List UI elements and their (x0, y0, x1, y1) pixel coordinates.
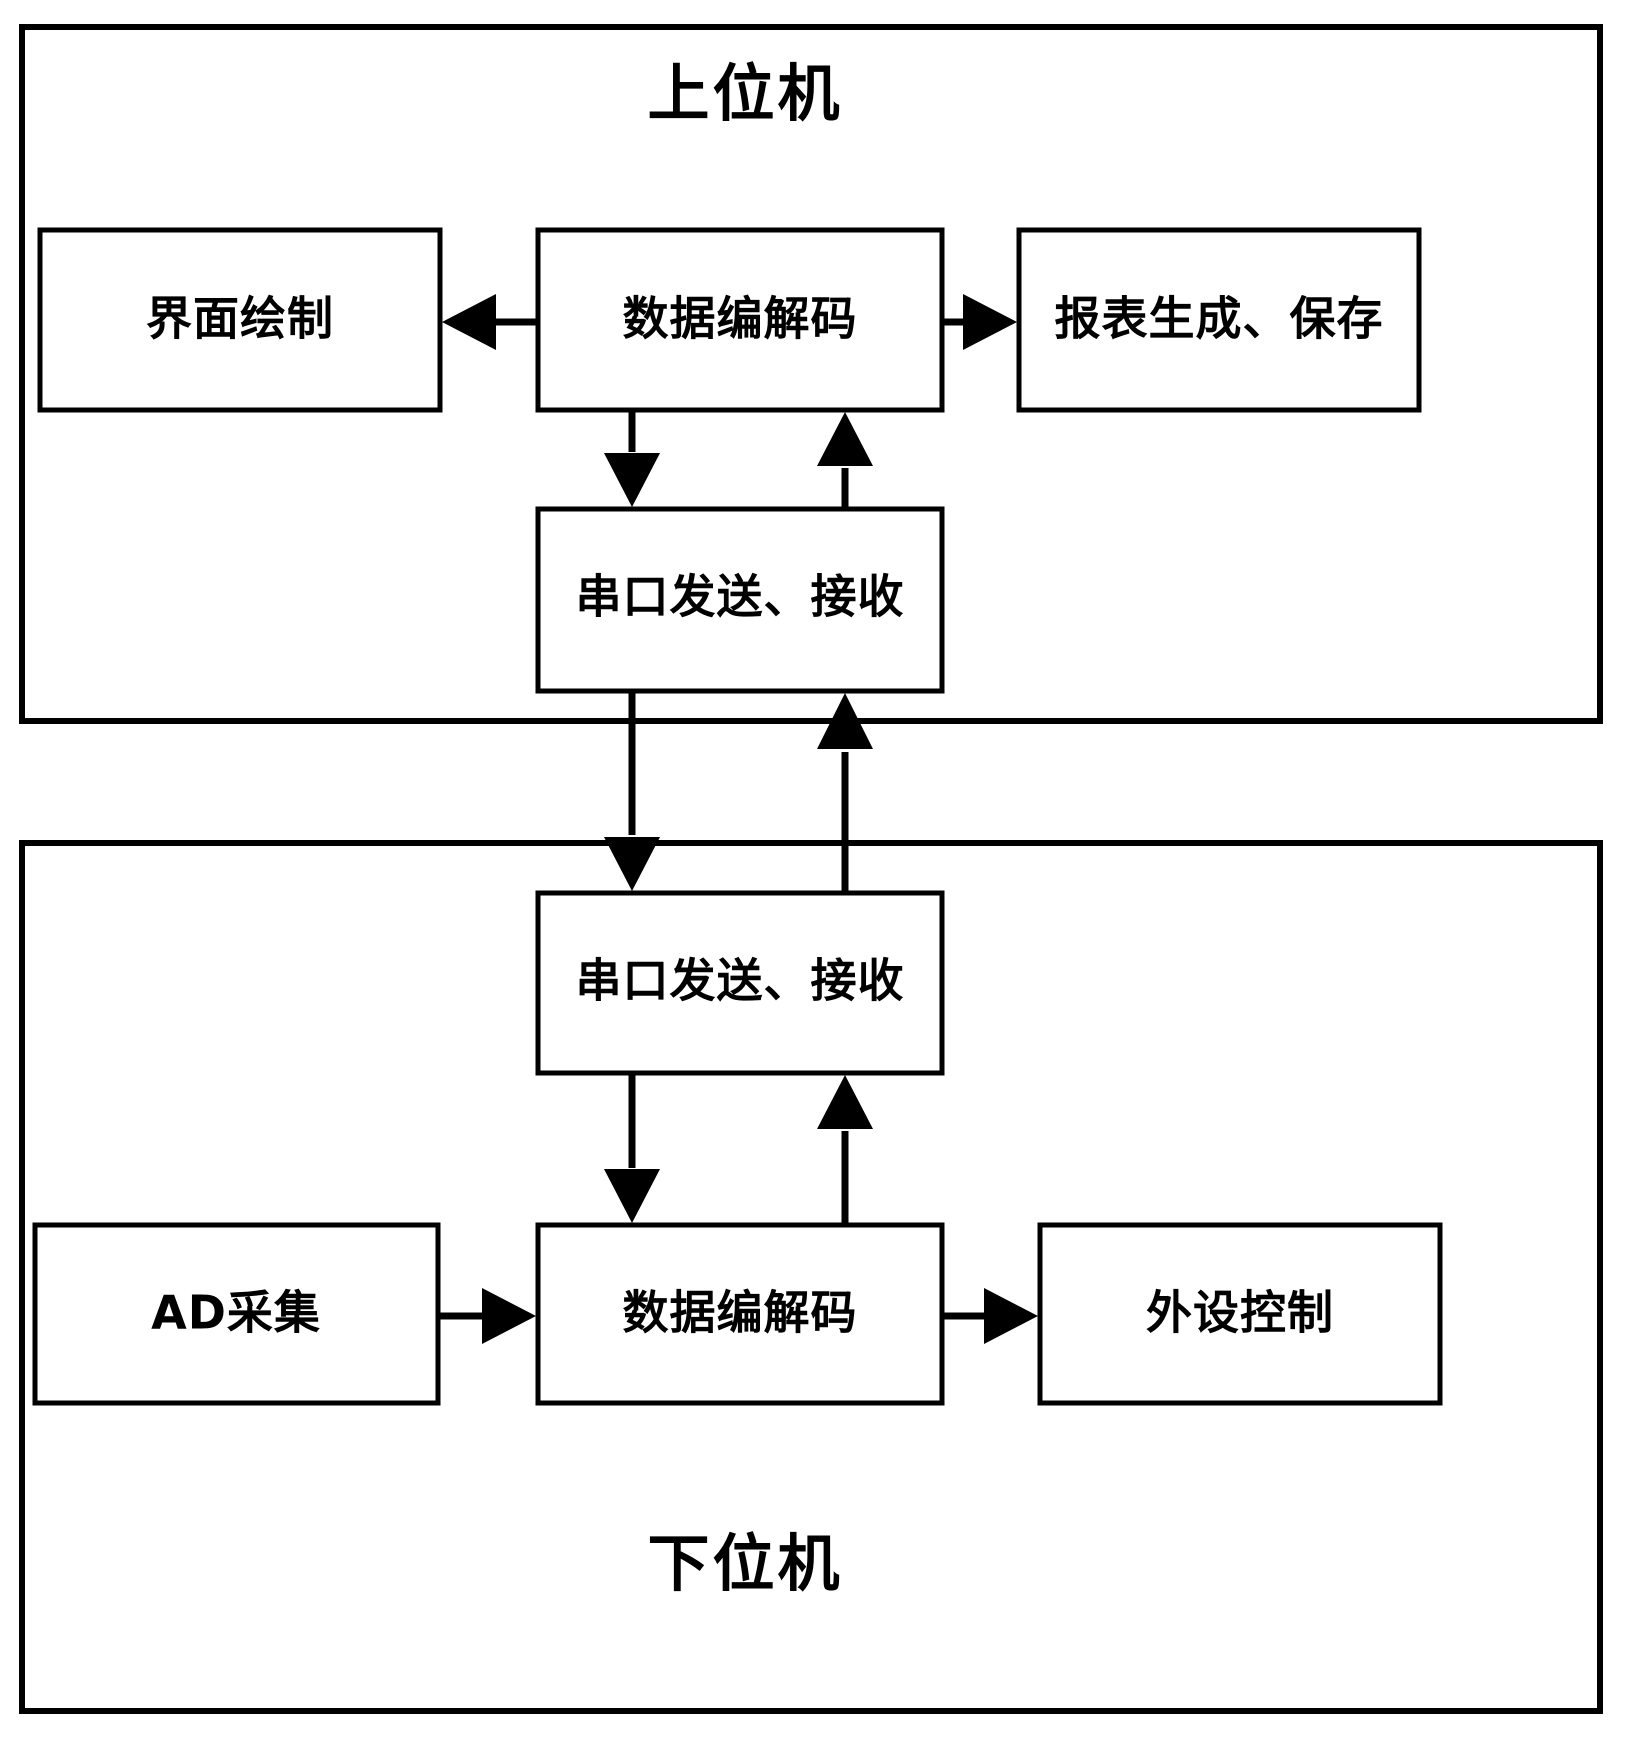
edge-host-serial-to-slave-serial (604, 693, 660, 891)
title-slave: 下位机 (647, 1527, 842, 1600)
edge-ad-acq-to-slave-codec (440, 1288, 536, 1344)
node-ad-acq-label: AD采集 (151, 1286, 321, 1340)
edge-host-codec-to-ui-render (442, 294, 536, 350)
title-host: 上位机 (647, 57, 842, 130)
node-slave-codec-box[interactable] (535, 1222, 945, 1406)
edge-host-serial-to-host-codec (817, 412, 873, 507)
node-periph-ctrl-box[interactable] (1037, 1222, 1443, 1406)
node-report-box[interactable] (1016, 227, 1422, 413)
edge-slave-codec-to-slave-serial (817, 1075, 873, 1223)
edge-host-codec-to-host-serial (604, 412, 660, 507)
node-periph-ctrl-label: 外设控制 (1146, 1286, 1334, 1340)
node-slave-serial-label: 串口发送、接收 (576, 954, 905, 1008)
edge-slave-codec-to-periph-ctrl (944, 1288, 1038, 1344)
node-host-codec-box[interactable] (535, 227, 945, 413)
node-ui-render-box[interactable] (37, 227, 443, 413)
node-host-codec-label: 数据编解码 (623, 292, 858, 346)
node-slave-serial-box[interactable] (535, 890, 945, 1076)
edge-slave-serial-to-host-serial (817, 693, 873, 891)
node-host-serial-box[interactable] (535, 506, 945, 694)
node-report-label: 报表生成、保存 (1055, 292, 1384, 346)
node-slave-codec-label: 数据编解码 (623, 1286, 858, 1340)
node-ui-render-label: 界面绘制 (146, 292, 334, 346)
edge-slave-serial-to-slave-codec (604, 1075, 660, 1223)
edge-host-codec-to-report (944, 294, 1017, 350)
node-ad-acq-box[interactable] (32, 1222, 441, 1406)
node-host-serial-label: 串口发送、接收 (576, 570, 905, 624)
